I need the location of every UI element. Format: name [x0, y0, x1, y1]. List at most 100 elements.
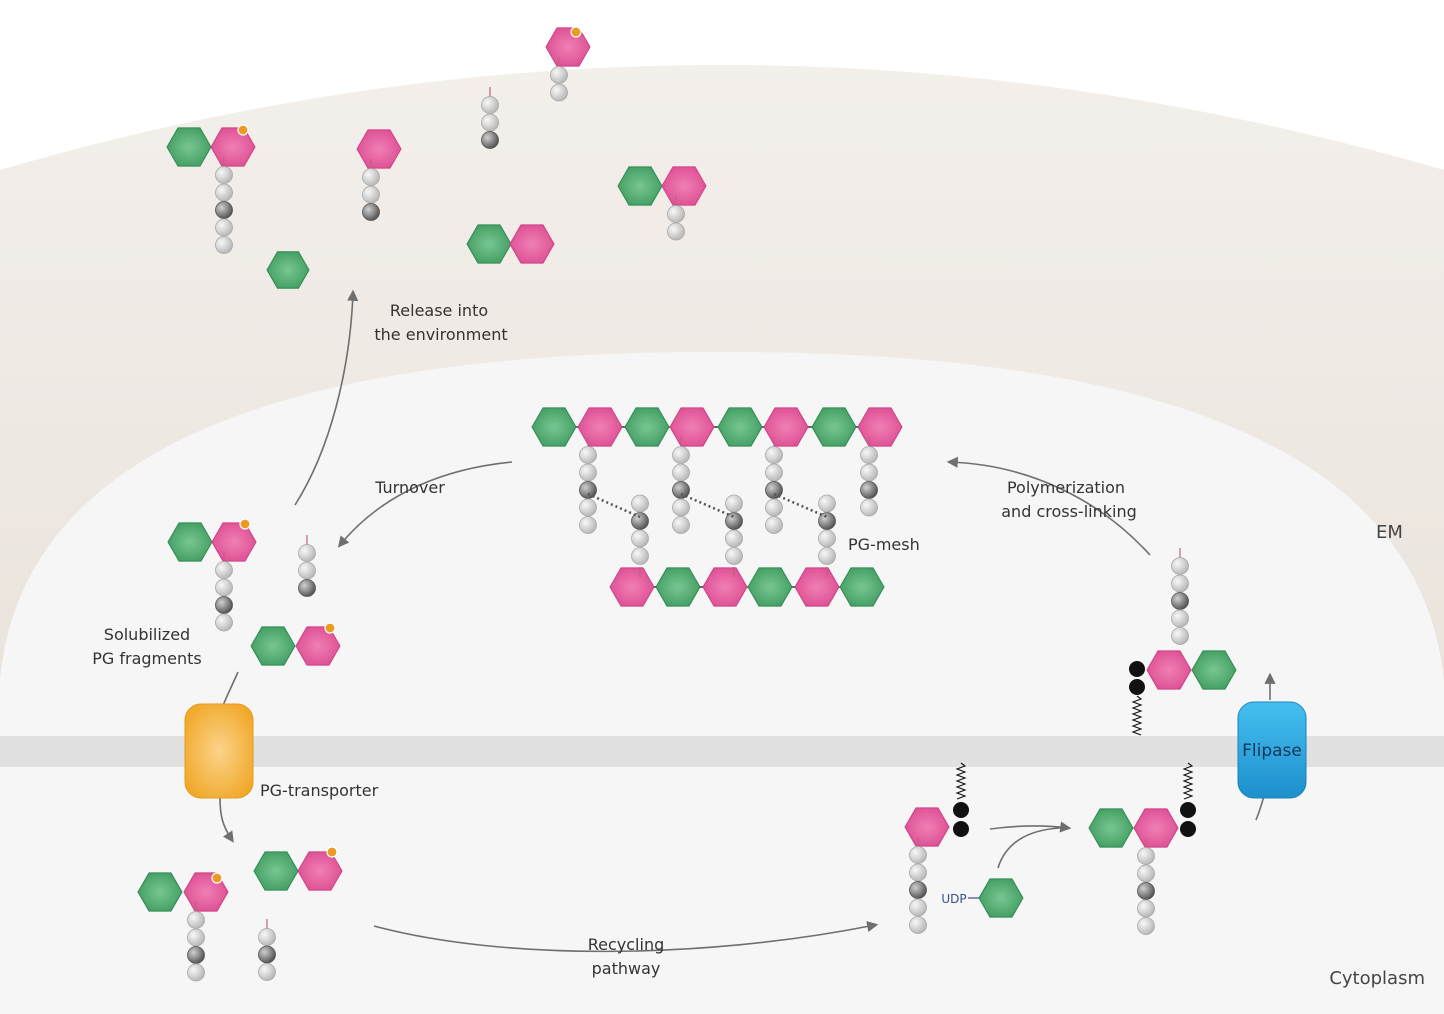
amino-acid-bead — [579, 463, 597, 482]
murnac-hexagon — [609, 567, 655, 607]
amino-acid-bead — [1171, 574, 1189, 593]
amino-acid-bead — [631, 529, 649, 548]
amino-acid-bead — [481, 113, 499, 132]
phosphate-group — [326, 846, 338, 858]
amino-acid-bead — [1137, 847, 1155, 865]
amino-acid-bead — [258, 963, 276, 981]
amino-acid-bead — [215, 166, 233, 184]
polymerization-label-line1: Polymerization — [1007, 478, 1125, 497]
amino-acid-bead — [860, 463, 878, 482]
amino-acid-bead — [1137, 917, 1155, 935]
amino-acid-bead — [860, 446, 878, 464]
polymerization-label-line2: and cross-linking — [1001, 502, 1136, 521]
glcnac-hexagon — [137, 872, 183, 912]
glcnac-hexagon — [655, 567, 701, 607]
amino-acid-bead-dark — [298, 579, 316, 597]
amino-acid-bead — [215, 613, 233, 632]
amino-acid-bead — [818, 529, 836, 548]
amino-acid-bead — [631, 547, 649, 565]
amino-acid-bead — [362, 168, 380, 186]
amino-acid-bead-dark — [362, 203, 380, 221]
amino-acid-bead-dark — [860, 481, 878, 499]
glcnac-hexagon — [250, 626, 296, 666]
amino-acid-bead — [765, 446, 783, 464]
carrier-phosphate — [1180, 821, 1196, 837]
phosphate-group — [324, 622, 336, 634]
amino-acid-bead-dark — [1171, 592, 1189, 610]
amino-acid-bead — [725, 529, 743, 548]
glcnac-hexagon — [266, 251, 310, 289]
amino-acid-bead — [215, 183, 233, 202]
lipid-carrier-transfer-arrow — [989, 821, 1072, 833]
amino-acid-bead — [672, 446, 690, 464]
glcnac-hexagon — [167, 522, 213, 562]
amino-acid-bead-dark — [187, 946, 205, 964]
murnac-hexagon — [904, 807, 950, 847]
amino-acid-bead — [672, 463, 690, 482]
recycling-label-line1: Recycling — [588, 935, 665, 954]
amino-acid-bead-dark — [725, 512, 743, 530]
amino-acid-bead — [672, 516, 690, 534]
amino-acid-bead — [667, 222, 685, 241]
em-label: EM — [1376, 522, 1403, 543]
amino-acid-bead — [215, 236, 233, 254]
amino-acid-bead-dark — [909, 881, 927, 899]
amino-acid-bead-dark — [481, 131, 499, 149]
amino-acid-bead — [187, 963, 205, 982]
amino-acid-bead — [909, 846, 927, 864]
glcnac-hexagon — [253, 851, 299, 891]
amino-acid-bead — [860, 498, 878, 517]
glcnac-hexagon — [1088, 808, 1134, 848]
glcnac-hexagon — [624, 407, 670, 447]
turnover-arrow — [337, 461, 513, 548]
phosphate-group — [211, 872, 223, 884]
amino-acid-bead — [215, 561, 233, 579]
amino-acid-bead-dark — [818, 512, 836, 530]
cytoplasm-label: Cytoplasm — [1329, 968, 1425, 989]
recycling-arrow — [373, 921, 879, 953]
glcnac-hexagon — [811, 407, 857, 447]
amino-acid-bead — [298, 561, 316, 580]
amino-acid-bead — [187, 928, 205, 947]
carrier-phosphate — [1180, 802, 1196, 818]
phosphate-group — [239, 518, 251, 530]
amino-acid-bead — [550, 66, 568, 84]
amino-acid-bead — [1171, 627, 1189, 645]
amino-acid-bead-dark — [579, 481, 597, 499]
amino-acid-bead-dark — [215, 201, 233, 219]
murnac-hexagon — [702, 567, 748, 607]
murnac-hexagon — [356, 129, 402, 169]
amino-acid-bead — [631, 494, 649, 513]
amino-acid-bead — [909, 863, 927, 882]
murnac-hexagon — [794, 567, 840, 607]
pg-transporter-protein — [184, 703, 254, 799]
udp-glcnac-addition-line — [997, 827, 1061, 869]
amino-acid-bead — [1171, 557, 1189, 575]
glcnac-hexagon — [166, 127, 212, 167]
periplasm-region — [0, 351, 1444, 1014]
amino-acid-bead — [579, 516, 597, 534]
amino-acid-bead — [187, 911, 205, 929]
glcnac-hexagon — [1191, 650, 1237, 690]
carrier-phosphate — [1129, 679, 1145, 695]
amino-acid-bead — [765, 463, 783, 482]
release-label-line1: Release into — [390, 301, 488, 320]
murnac-hexagon — [577, 407, 623, 447]
amino-acid-bead — [362, 185, 380, 204]
amino-acid-bead — [258, 928, 276, 946]
amino-acid-bead-dark — [631, 512, 649, 530]
amino-acid-bead — [579, 498, 597, 517]
turnover-label: Turnover — [374, 478, 445, 497]
solubilized-label-line2: PG fragments — [92, 649, 201, 668]
phosphate-group — [570, 26, 582, 38]
amino-acid-bead — [725, 547, 743, 565]
lipid-carrier-tail — [955, 762, 967, 800]
amino-acid-bead — [1137, 864, 1155, 883]
amino-acid-bead-dark — [1137, 882, 1155, 900]
lipid-carrier-tail — [1131, 695, 1143, 736]
amino-acid-bead-dark — [672, 481, 690, 499]
amino-acid-bead-dark — [765, 481, 783, 499]
amino-acid-bead — [667, 205, 685, 223]
amino-acid-bead — [215, 218, 233, 237]
